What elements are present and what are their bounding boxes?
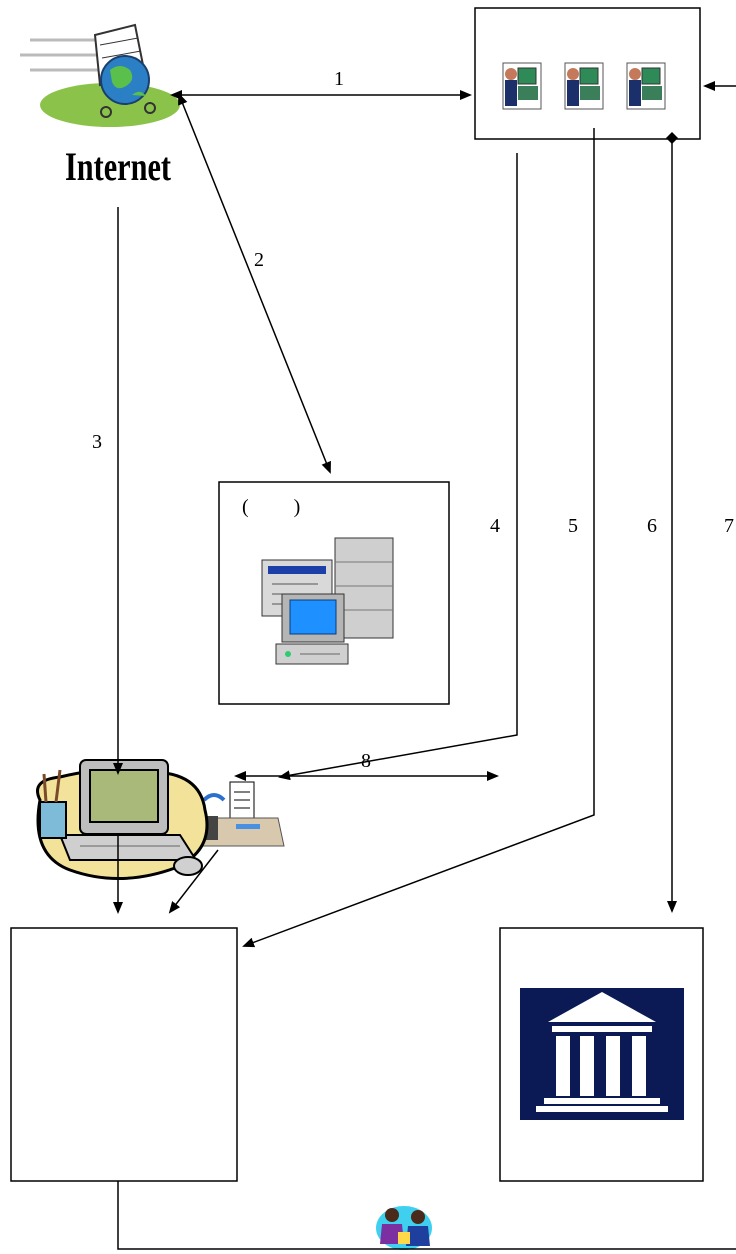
edge-4-line xyxy=(278,153,518,781)
desktop-computer-icon xyxy=(36,759,209,881)
server-box: ( ) xyxy=(218,481,450,705)
edge-label-1: 1 xyxy=(334,68,344,90)
internet-label: Internet xyxy=(65,144,172,189)
edge-label-6: 6 xyxy=(647,515,657,537)
client-pc-box xyxy=(10,759,238,1182)
edge-label-4: 4 xyxy=(490,515,500,537)
edge-5-line xyxy=(242,128,595,948)
operator-workstation-icon xyxy=(564,62,604,110)
internet-node: Internet xyxy=(20,23,180,189)
operator-workstation-icon xyxy=(626,62,666,110)
people-handshake-icon xyxy=(376,1206,432,1250)
edge-label-5: 5 xyxy=(568,515,578,537)
edge-label-7: 7 xyxy=(724,515,734,537)
edge-label-2: 2 xyxy=(254,249,264,271)
edge-label-3: 3 xyxy=(92,431,102,453)
connectors xyxy=(113,81,736,1250)
globe-shopping-cart-icon xyxy=(20,23,180,127)
operator-workstation-icon xyxy=(502,62,542,110)
edge-label-8: 8 xyxy=(361,750,371,772)
edge-2-line xyxy=(178,92,331,474)
edge-labels: 1 2 3 4 5 6 7 8 xyxy=(92,68,734,772)
bank-box xyxy=(499,927,704,1182)
fax-to-client-line xyxy=(168,849,219,914)
bank-building-icon xyxy=(520,988,684,1120)
server-workstation-icon xyxy=(261,537,394,665)
fax-machine-icon xyxy=(197,781,285,847)
operators-box xyxy=(474,7,701,140)
bottom-connector-line xyxy=(117,1181,736,1250)
server-box-label: ( ) xyxy=(242,496,300,518)
